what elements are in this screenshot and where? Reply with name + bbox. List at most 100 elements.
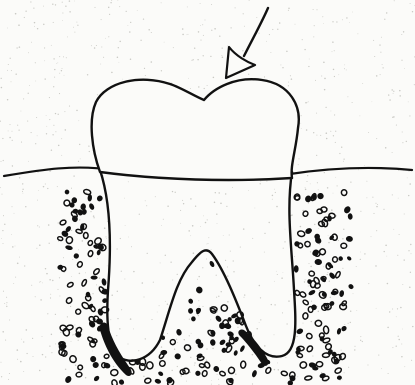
bone-speck (110, 369, 118, 376)
bone-speck (93, 268, 101, 276)
grain-dot (69, 0, 70, 1)
bone-speck (302, 210, 308, 217)
grain-dot (88, 145, 89, 146)
bone-speck (65, 245, 73, 251)
grain-dot (23, 193, 24, 194)
grain-dot (310, 251, 311, 252)
bone-speck (59, 219, 67, 226)
grain-dot (344, 372, 345, 373)
grain-dot (46, 273, 48, 275)
grain-dot (31, 42, 32, 43)
grain-dot (342, 379, 343, 380)
grain-dot (393, 229, 394, 230)
bone-speck (331, 290, 338, 295)
grain-dot (344, 65, 345, 66)
grain-dot (130, 318, 132, 320)
grain-dot (253, 335, 254, 336)
grain-dot (371, 236, 372, 237)
grain-dot (151, 32, 152, 33)
grain-dot (190, 357, 191, 358)
grain-dot (48, 224, 50, 226)
grain-dot (214, 28, 216, 30)
grain-dot (49, 279, 51, 281)
grain-dot (25, 11, 26, 12)
grain-dot (222, 56, 224, 58)
grain-dot (208, 237, 209, 238)
grain-dot (44, 60, 45, 61)
grain-dot (15, 73, 16, 74)
grain-dot (325, 107, 326, 108)
grain-dot (198, 276, 199, 277)
bone-speck (221, 304, 228, 311)
grain-dot (78, 249, 79, 250)
grain-dot (25, 206, 26, 207)
grain-dot (282, 67, 283, 68)
bone-speck (87, 240, 93, 246)
grain-dot (0, 187, 1, 188)
grain-dot (297, 376, 298, 377)
grain-dot (255, 208, 256, 209)
bone-speck (57, 236, 63, 241)
grain-dot (215, 192, 216, 193)
grain-dot (9, 124, 10, 125)
grain-dot (335, 131, 336, 132)
grain-dot (288, 300, 289, 301)
bone-speck (340, 325, 347, 332)
grain-dot (343, 158, 344, 159)
grain-dot (409, 183, 411, 185)
grain-dot (312, 355, 313, 356)
grain-dot (58, 145, 60, 147)
grain-dot (403, 31, 404, 32)
grain-dot (161, 346, 162, 347)
grain-dot (75, 364, 77, 366)
grain-dot (15, 246, 16, 247)
grain-dot (57, 63, 58, 64)
grain-dot (376, 230, 377, 231)
grain-dot (330, 297, 331, 298)
grain-dot (53, 22, 54, 23)
grain-dot (94, 47, 96, 49)
grain-dot (360, 116, 361, 117)
grain-dot (18, 24, 20, 26)
grain-dot (15, 13, 17, 15)
grain-dot (119, 62, 120, 63)
grain-dot (101, 19, 102, 20)
bone-speck (165, 376, 174, 385)
bone-speck (219, 322, 225, 329)
grain-dot (284, 241, 285, 242)
grain-dot (69, 106, 70, 107)
grain-dot (79, 144, 80, 145)
grain-dot (356, 266, 357, 267)
grain-dot (117, 318, 118, 319)
grain-dot (337, 185, 338, 186)
grain-dot (143, 18, 144, 19)
bone-speck (88, 203, 95, 211)
bone-speck (347, 213, 353, 220)
grain-dot (216, 213, 217, 214)
grain-dot (356, 310, 357, 311)
grain-dot (108, 7, 109, 8)
grain-dot (73, 334, 74, 335)
grain-dot (285, 357, 286, 358)
grain-dot (318, 311, 319, 312)
grain-dot (357, 33, 358, 34)
grain-dot (177, 342, 178, 343)
grain-dot (172, 191, 173, 192)
grain-dot (164, 42, 165, 43)
grain-dot (104, 227, 106, 229)
grain-dot (151, 61, 153, 63)
grain-dot (85, 377, 86, 378)
grain-dot (13, 283, 14, 284)
grain-dot (58, 114, 59, 115)
grain-dot (58, 241, 59, 242)
grain-dot (78, 120, 79, 121)
grain-dot (62, 68, 63, 69)
grain-dot (305, 189, 307, 191)
grain-dot (51, 334, 52, 335)
grain-dot (321, 76, 322, 77)
grain-dot (6, 302, 7, 303)
grain-dot (410, 244, 411, 245)
grain-dot (290, 75, 291, 76)
